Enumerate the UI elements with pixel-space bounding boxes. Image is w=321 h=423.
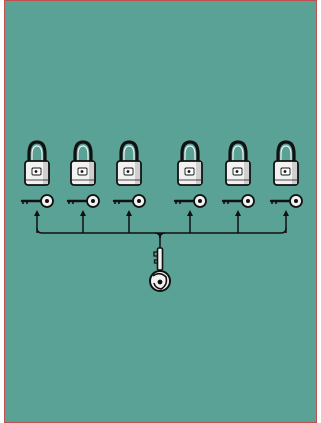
master-key-icon (150, 248, 170, 291)
padlock-icon (71, 142, 95, 185)
key-icon (223, 195, 254, 207)
padlock-icon (178, 142, 202, 185)
padlock-icon (25, 142, 49, 185)
key-icon (68, 195, 99, 207)
key-icon (22, 195, 53, 207)
key-icon (114, 195, 145, 207)
padlock-icon (274, 142, 298, 185)
key-icon (271, 195, 302, 207)
padlock-icon (226, 142, 250, 185)
key-icon (175, 195, 206, 207)
branch-arrows-icon (34, 210, 289, 248)
padlock-icon (117, 142, 141, 185)
